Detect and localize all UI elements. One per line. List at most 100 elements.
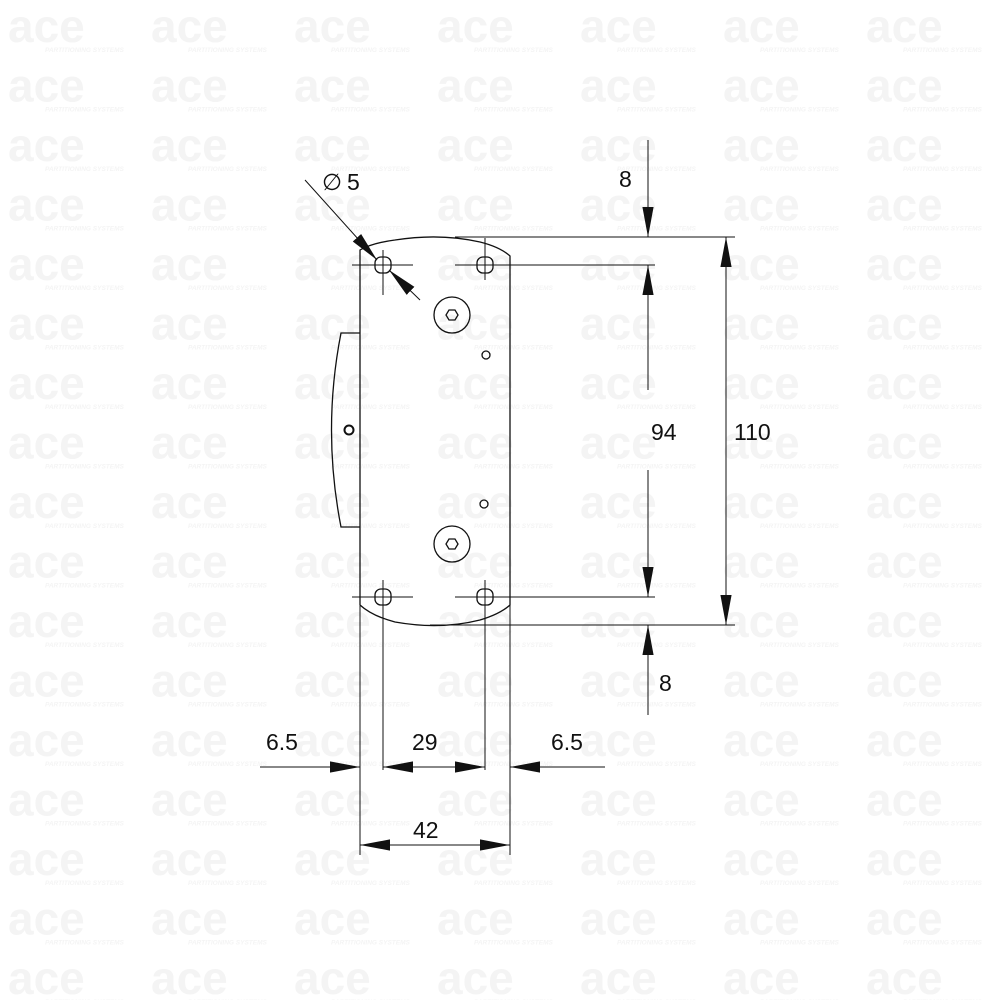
watermark-tagline: PARTITIONING SYSTEMS: [760, 285, 840, 292]
watermark-logo: ace: [294, 833, 371, 885]
plate-outline: [359, 236, 511, 627]
watermark-tagline: PARTITIONING SYSTEMS: [45, 464, 125, 471]
watermark-tagline: PARTITIONING SYSTEMS: [474, 583, 554, 590]
watermark-logo: ace: [294, 774, 371, 826]
watermark-logo: ace: [723, 357, 800, 409]
watermark-logo: ace: [151, 833, 228, 885]
watermark-tagline: PARTITIONING SYSTEMS: [903, 880, 983, 887]
watermark-tagline: PARTITIONING SYSTEMS: [617, 47, 697, 54]
watermark-tagline: PARTITIONING SYSTEMS: [474, 464, 554, 471]
watermark-tagline: PARTITIONING SYSTEMS: [188, 404, 268, 411]
watermark-logo: ace: [866, 595, 943, 647]
overall-height-label: 110: [734, 419, 771, 445]
watermark-logo: ace: [723, 179, 800, 231]
watermark-tagline: PARTITIONING SYSTEMS: [903, 345, 983, 352]
watermark-logo: ace: [866, 536, 943, 588]
watermark-tagline: PARTITIONING SYSTEMS: [617, 821, 697, 828]
watermark-logo: ace: [294, 655, 371, 707]
watermark-tagline: PARTITIONING SYSTEMS: [474, 702, 554, 709]
watermark-logo: ace: [580, 952, 657, 1000]
mounting-holes: [374, 256, 494, 606]
watermark-logo: ace: [437, 774, 514, 826]
watermark-logo: ace: [723, 60, 800, 112]
watermark-tagline: PARTITIONING SYSTEMS: [331, 226, 411, 233]
watermark-logo: ace: [151, 714, 228, 766]
watermark-logo: ace: [580, 60, 657, 112]
watermark-logo: ace: [866, 417, 943, 469]
watermark-tagline: PARTITIONING SYSTEMS: [188, 583, 268, 590]
watermark-tagline: PARTITIONING SYSTEMS: [474, 404, 554, 411]
watermark-tagline: PARTITIONING SYSTEMS: [188, 345, 268, 352]
watermark-tagline: PARTITIONING SYSTEMS: [45, 107, 125, 114]
watermark-tagline: PARTITIONING SYSTEMS: [617, 702, 697, 709]
watermark-logo: ace: [151, 595, 228, 647]
watermark-logo: ace: [723, 595, 800, 647]
watermark-tagline: PARTITIONING SYSTEMS: [617, 464, 697, 471]
watermark-tagline: PARTITIONING SYSTEMS: [331, 940, 411, 947]
watermark-logo: ace: [294, 60, 371, 112]
watermark-logo: ace: [151, 238, 228, 290]
watermark-tagline: PARTITIONING SYSTEMS: [617, 404, 697, 411]
watermark-tagline: PARTITIONING SYSTEMS: [331, 583, 411, 590]
watermark-tagline: PARTITIONING SYSTEMS: [903, 285, 983, 292]
watermark-logo: ace: [8, 595, 85, 647]
watermark-tagline: PARTITIONING SYSTEMS: [188, 47, 268, 54]
watermark-logo: ace: [580, 833, 657, 885]
watermark-tagline: PARTITIONING SYSTEMS: [45, 702, 125, 709]
pin-bottom: [479, 499, 489, 509]
watermark-tagline: PARTITIONING SYSTEMS: [188, 523, 268, 530]
watermark-logo: ace: [580, 893, 657, 945]
watermark-tagline: PARTITIONING SYSTEMS: [188, 702, 268, 709]
watermark-tagline: PARTITIONING SYSTEMS: [760, 523, 840, 530]
watermark-logo: ace: [866, 774, 943, 826]
dimension-lines: [260, 140, 732, 851]
watermark-logo: ace: [151, 357, 228, 409]
watermark-logo: ace: [866, 179, 943, 231]
watermark-tagline: PARTITIONING SYSTEMS: [474, 345, 554, 352]
watermark-tagline: PARTITIONING SYSTEMS: [45, 583, 125, 590]
watermark-tagline: PARTITIONING SYSTEMS: [45, 642, 125, 649]
diameter-symbol: ∅: [322, 169, 342, 195]
watermark-tagline: PARTITIONING SYSTEMS: [474, 107, 554, 114]
watermark-tagline: PARTITIONING SYSTEMS: [188, 761, 268, 768]
boss-bottom: [433, 525, 471, 563]
watermark-logo: ace: [151, 952, 228, 1000]
watermark-tagline: PARTITIONING SYSTEMS: [760, 47, 840, 54]
watermark-logo: ace: [8, 238, 85, 290]
watermark-logo: ace: [151, 417, 228, 469]
watermark-tagline: PARTITIONING SYSTEMS: [760, 821, 840, 828]
watermark-logo: ace: [866, 476, 943, 528]
watermark-tagline: PARTITIONING SYSTEMS: [617, 940, 697, 947]
watermark-tagline: PARTITIONING SYSTEMS: [474, 880, 554, 887]
watermark-logo: ace: [437, 417, 514, 469]
watermark-logo: ace: [723, 833, 800, 885]
watermark-logo: ace: [580, 0, 657, 52]
watermark-logo: ace: [8, 536, 85, 588]
watermark-logo: ace: [437, 119, 514, 171]
watermark-logo: ace: [8, 417, 85, 469]
watermark-tagline: PARTITIONING SYSTEMS: [188, 940, 268, 947]
watermark-logo: ace: [151, 536, 228, 588]
watermark-tagline: PARTITIONING SYSTEMS: [760, 583, 840, 590]
watermark-tagline: PARTITIONING SYSTEMS: [45, 285, 125, 292]
watermark-tagline: PARTITIONING SYSTEMS: [903, 523, 983, 530]
watermark-logo: ace: [8, 714, 85, 766]
watermark-tagline: PARTITIONING SYSTEMS: [45, 523, 125, 530]
watermark-tagline: PARTITIONING SYSTEMS: [188, 107, 268, 114]
watermark-tagline: PARTITIONING SYSTEMS: [331, 702, 411, 709]
top-offset-label: 8: [619, 166, 632, 192]
watermark-logo: ace: [151, 298, 228, 350]
watermark-tagline: PARTITIONING SYSTEMS: [760, 404, 840, 411]
watermark-tagline: PARTITIONING SYSTEMS: [903, 464, 983, 471]
watermark-logo: ace: [580, 476, 657, 528]
watermark-tagline: PARTITIONING SYSTEMS: [903, 583, 983, 590]
watermark-tagline: PARTITIONING SYSTEMS: [474, 226, 554, 233]
watermark-tagline: PARTITIONING SYSTEMS: [617, 166, 697, 173]
watermark-tagline: PARTITIONING SYSTEMS: [331, 464, 411, 471]
watermark-tagline: PARTITIONING SYSTEMS: [188, 226, 268, 233]
boss-top: [433, 296, 471, 334]
extension-lines: [359, 236, 735, 855]
watermark-logo: ace: [8, 952, 85, 1000]
watermark-tagline: PARTITIONING SYSTEMS: [903, 166, 983, 173]
left-offset-label: 6.5: [266, 729, 298, 755]
